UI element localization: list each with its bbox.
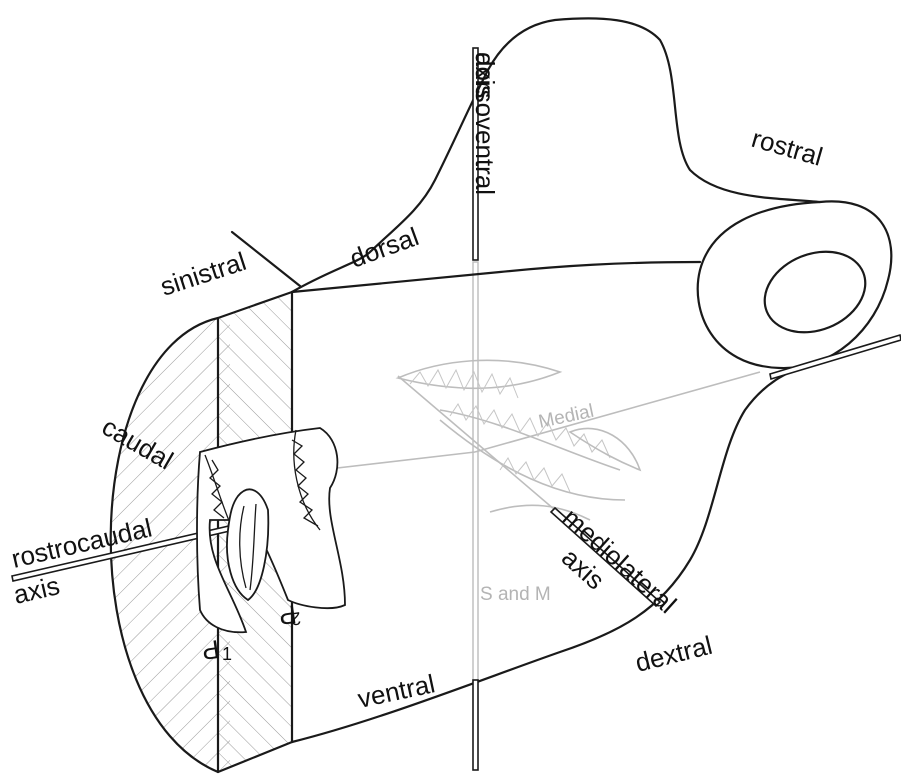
sinistral-label: sinistral xyxy=(157,246,250,302)
body-outline xyxy=(292,18,891,742)
dorsoventral-axis-label: axis xyxy=(470,52,500,98)
s-and-m-label: S and M xyxy=(480,584,551,605)
hidden-axis-lines xyxy=(320,262,760,682)
dextral-label: dextral xyxy=(632,630,715,678)
dorsal-label: dorsal xyxy=(346,221,423,273)
p1-subscript: 1 xyxy=(222,644,232,664)
hidden-dorsoventral-axis xyxy=(473,262,478,682)
rostrocaudal-axis-rod-rostral xyxy=(770,335,901,379)
dorsoventral-axis-rod-lower xyxy=(473,680,478,770)
rostral-label: rostral xyxy=(748,123,826,172)
ventral-label: ventral xyxy=(355,668,438,714)
hidden-horizontal-line xyxy=(320,452,475,470)
